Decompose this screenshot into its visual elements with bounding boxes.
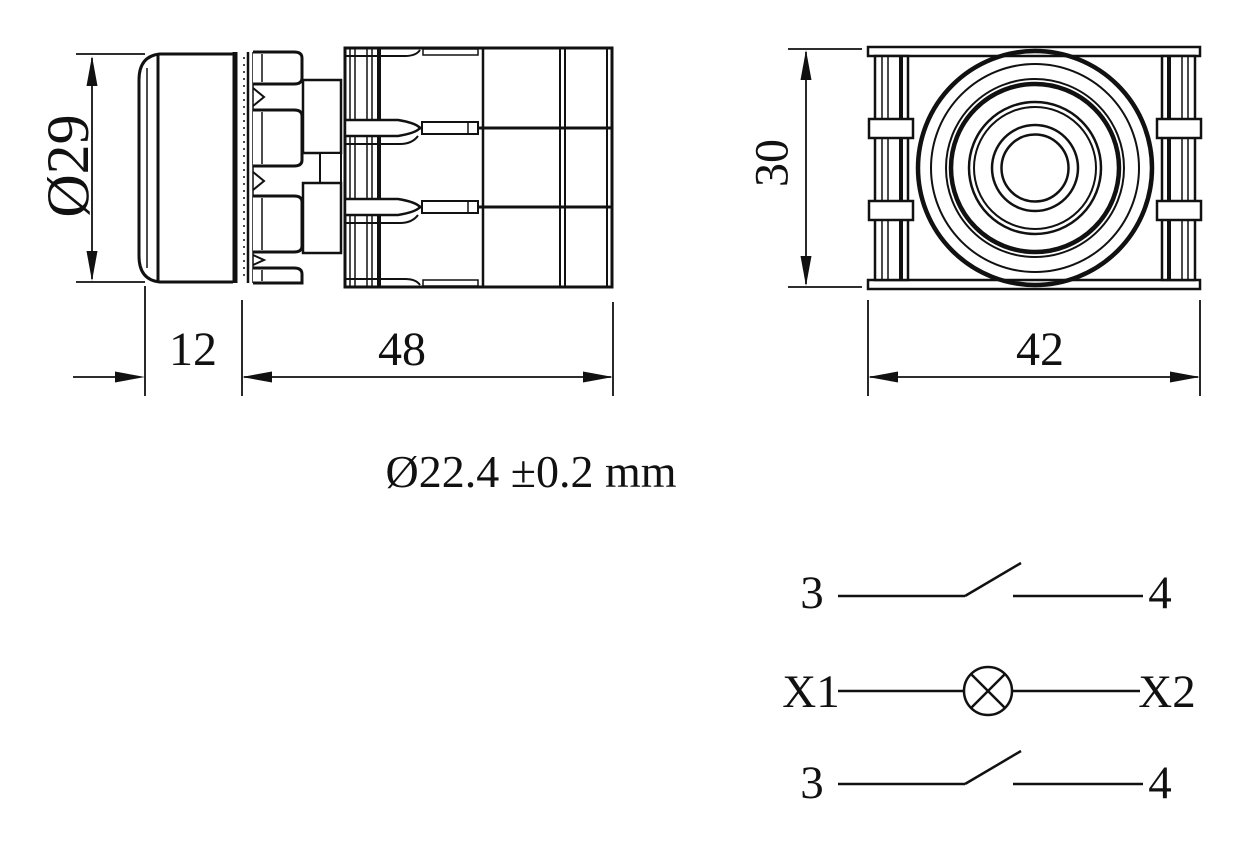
arrowhead-down-icon [800, 256, 812, 286]
dimension-height-30 [788, 48, 862, 288]
side-view-mounting-ring [246, 50, 304, 285]
schematic-row-no-contact-1 [838, 561, 1143, 598]
terminal-x2-label: X2 [1138, 666, 1195, 718]
terminal-4-label-bottom: 4 [1148, 757, 1172, 809]
dimension-width-42 [867, 300, 1201, 396]
lamp-icon [962, 665, 1014, 717]
schematic-row-no-contact-2 [838, 749, 1143, 786]
arrowhead-left-icon [868, 371, 898, 383]
arrowhead-up-icon [86, 56, 98, 86]
dim-12-label: 12 [169, 323, 217, 376]
side-view-lens [137, 52, 245, 284]
side-view-adapter [301, 78, 343, 255]
dim-48-label: 48 [378, 323, 426, 376]
side-view-contact-block [343, 46, 614, 289]
dim-42-label: 42 [1016, 323, 1064, 376]
dimension-diameter-29 [76, 53, 145, 283]
terminal-4-label-top: 4 [1148, 567, 1172, 619]
side-view [73, 46, 614, 396]
switch-contact-icon [964, 561, 1022, 598]
dim-30-label: 30 [746, 139, 799, 187]
arrowhead-down-icon [86, 251, 98, 281]
front-view [788, 45, 1203, 396]
diameter-29-label: Ø29 [35, 114, 101, 217]
dimension-12-48 [73, 286, 614, 396]
arrowhead-right-icon [583, 371, 613, 383]
front-view-lens-circles [915, 48, 1155, 288]
terminal-lug-lower [343, 197, 479, 224]
terminal-x1-label: X1 [782, 666, 839, 718]
arrowhead-right-icon [1170, 371, 1200, 383]
arrowhead-left-icon [242, 371, 272, 383]
arrowhead-up-icon [800, 50, 812, 80]
arrowhead-right-icon [115, 371, 145, 383]
terminal-3-label-top: 3 [800, 567, 824, 619]
switch-contact-icon [964, 749, 1022, 786]
mounting-hole-note: Ø22.4 ±0.2 mm [385, 446, 676, 497]
schematic-row-lamp [838, 665, 1140, 717]
terminal-lug-upper [343, 118, 479, 145]
contact-schematic [838, 561, 1143, 786]
terminal-3-label-bottom: 3 [800, 757, 824, 809]
